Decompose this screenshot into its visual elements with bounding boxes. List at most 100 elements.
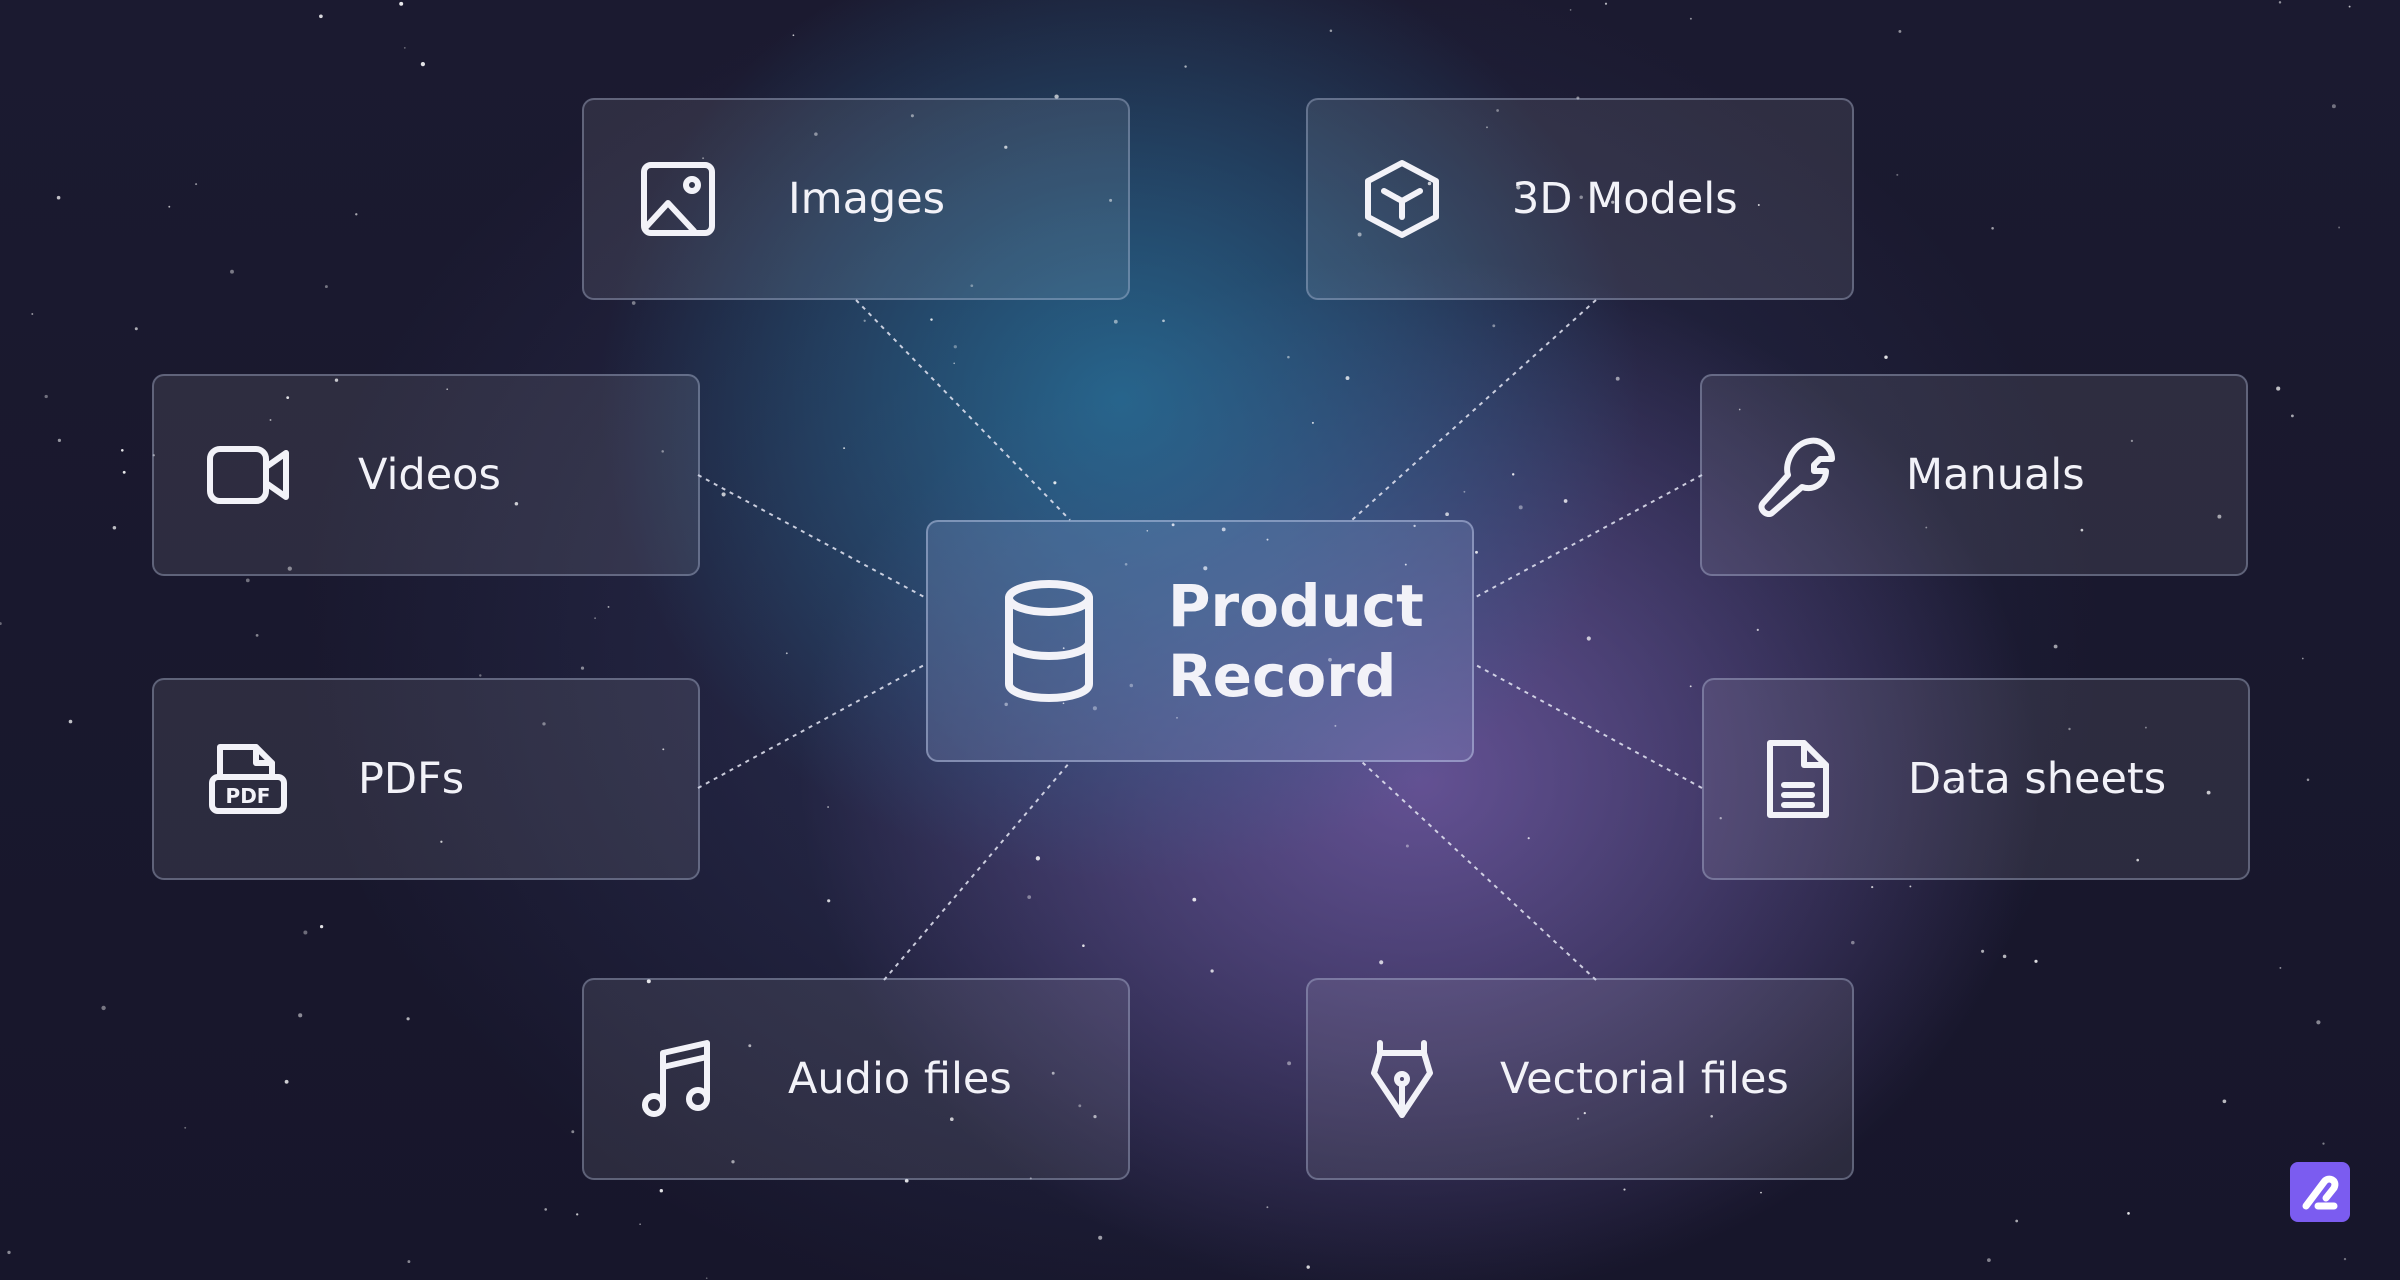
node-label-3d-models: 3D Models bbox=[1512, 174, 1738, 224]
node-3d-models[interactable]: 3D Models bbox=[1306, 98, 1854, 300]
node-data-sheets[interactable]: Data sheets bbox=[1702, 678, 2250, 880]
star bbox=[1093, 1114, 1097, 1119]
star bbox=[1029, 1177, 1032, 1180]
star bbox=[2130, 439, 2134, 443]
star bbox=[1486, 126, 1488, 129]
star bbox=[1004, 702, 1008, 707]
star bbox=[1909, 885, 1912, 888]
star bbox=[1306, 1265, 1310, 1269]
star bbox=[122, 470, 126, 474]
pen-nib-icon bbox=[1360, 1037, 1444, 1121]
star bbox=[1760, 1191, 1762, 1194]
star bbox=[2002, 954, 2007, 959]
node-vectorial-files[interactable]: Vectorial files bbox=[1306, 978, 1854, 1180]
star bbox=[1427, 181, 1432, 186]
node-audio-files[interactable]: Audio files bbox=[582, 978, 1130, 1180]
star bbox=[101, 1005, 106, 1011]
star bbox=[479, 674, 482, 677]
star bbox=[827, 899, 831, 903]
connector-pdfs bbox=[697, 663, 927, 789]
node-label-manuals: Manuals bbox=[1906, 450, 2085, 500]
star bbox=[1027, 895, 1032, 899]
star bbox=[68, 719, 73, 724]
star bbox=[406, 1017, 410, 1021]
node-label-images: Images bbox=[788, 174, 946, 224]
database-icon bbox=[994, 576, 1104, 706]
star bbox=[284, 1079, 289, 1084]
star bbox=[2127, 1212, 2130, 1215]
star bbox=[245, 578, 250, 583]
star bbox=[168, 205, 171, 208]
star bbox=[420, 61, 426, 67]
star bbox=[1162, 319, 1165, 323]
star bbox=[1203, 566, 1208, 571]
star bbox=[2348, 5, 2351, 8]
star bbox=[195, 183, 198, 186]
star bbox=[286, 396, 290, 399]
star bbox=[2053, 644, 2058, 649]
star bbox=[863, 319, 866, 322]
brand-logo[interactable] bbox=[2290, 1162, 2350, 1222]
node-images[interactable]: Images bbox=[582, 98, 1130, 300]
star bbox=[544, 1208, 547, 1211]
star bbox=[1719, 817, 1722, 820]
star bbox=[1896, 173, 1899, 176]
star bbox=[1035, 856, 1041, 861]
star bbox=[910, 114, 914, 118]
star bbox=[1171, 523, 1175, 527]
star bbox=[334, 378, 339, 382]
node-label-videos: Videos bbox=[358, 450, 501, 500]
star bbox=[1757, 204, 1760, 206]
star bbox=[184, 1126, 187, 1129]
node-label-data-sheets: Data sheets bbox=[1908, 754, 2167, 804]
star bbox=[1345, 376, 1350, 381]
connector-videos bbox=[697, 474, 927, 599]
star bbox=[646, 979, 651, 984]
star bbox=[287, 566, 292, 571]
connector-images bbox=[855, 299, 1071, 521]
star bbox=[1329, 29, 1333, 33]
star bbox=[1475, 550, 1478, 554]
star bbox=[1053, 481, 1057, 485]
star bbox=[1357, 232, 1362, 237]
star bbox=[1210, 969, 1214, 973]
video-camera-icon bbox=[206, 433, 290, 517]
star bbox=[748, 1044, 752, 1048]
star bbox=[1113, 319, 1118, 324]
star bbox=[1266, 1206, 1269, 1209]
star bbox=[2015, 1219, 2019, 1223]
star bbox=[2316, 1020, 2321, 1025]
star bbox=[2338, 226, 2341, 229]
star bbox=[1311, 421, 1314, 424]
star bbox=[355, 213, 358, 216]
star bbox=[953, 345, 957, 349]
connector-manuals bbox=[1473, 474, 1703, 599]
star bbox=[324, 285, 328, 289]
star bbox=[705, 1277, 708, 1280]
product-record-node[interactable]: Product Record bbox=[926, 520, 1474, 762]
star bbox=[1078, 1104, 1082, 1108]
star bbox=[1991, 227, 1994, 230]
star bbox=[1527, 837, 1530, 840]
node-manuals[interactable]: Manuals bbox=[1700, 374, 2248, 576]
node-videos[interactable]: Videos bbox=[152, 374, 700, 576]
star bbox=[721, 492, 726, 497]
star bbox=[2331, 104, 2336, 109]
star bbox=[827, 806, 830, 808]
star bbox=[1054, 94, 1059, 99]
star bbox=[44, 394, 48, 399]
music-note-icon bbox=[636, 1037, 720, 1121]
star bbox=[1124, 562, 1128, 566]
star bbox=[594, 617, 596, 620]
node-pdfs[interactable]: PDF PDFs bbox=[152, 678, 700, 880]
star bbox=[1579, 195, 1583, 200]
star bbox=[1404, 563, 1407, 566]
cube-icon bbox=[1360, 157, 1444, 241]
star bbox=[631, 301, 636, 305]
star bbox=[403, 46, 406, 49]
star bbox=[1496, 109, 1499, 112]
star bbox=[2136, 858, 2139, 862]
